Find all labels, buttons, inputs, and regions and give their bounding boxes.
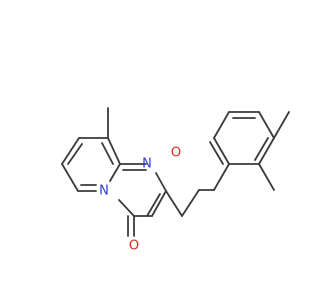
bond [118,199,135,217]
bond [151,190,167,217]
bond-layer [61,107,290,237]
bond [254,137,269,161]
bond [213,137,230,165]
molecule-diagram: N N O O [61,107,290,254]
bond [109,163,121,182]
n-ring-label: N [142,157,152,172]
bond [273,111,290,139]
bond [209,141,224,165]
bond [258,163,275,191]
bond [67,143,83,165]
bond [146,193,161,217]
bond [213,163,230,191]
bond [165,190,183,217]
o-carbonyl-label: O [129,239,139,254]
bond [61,163,79,192]
atom-labels: N N O O [99,146,181,254]
bond [155,172,167,192]
bond [61,137,80,165]
n-fused-label: N [99,184,109,199]
bond [101,142,114,165]
bond [107,137,121,165]
chemical-structure-canvas: N N O O [61,107,290,254]
bond [258,111,275,139]
bond [258,137,275,165]
bond [213,111,230,139]
o-ether-label: O [171,146,181,161]
bond [181,189,200,217]
